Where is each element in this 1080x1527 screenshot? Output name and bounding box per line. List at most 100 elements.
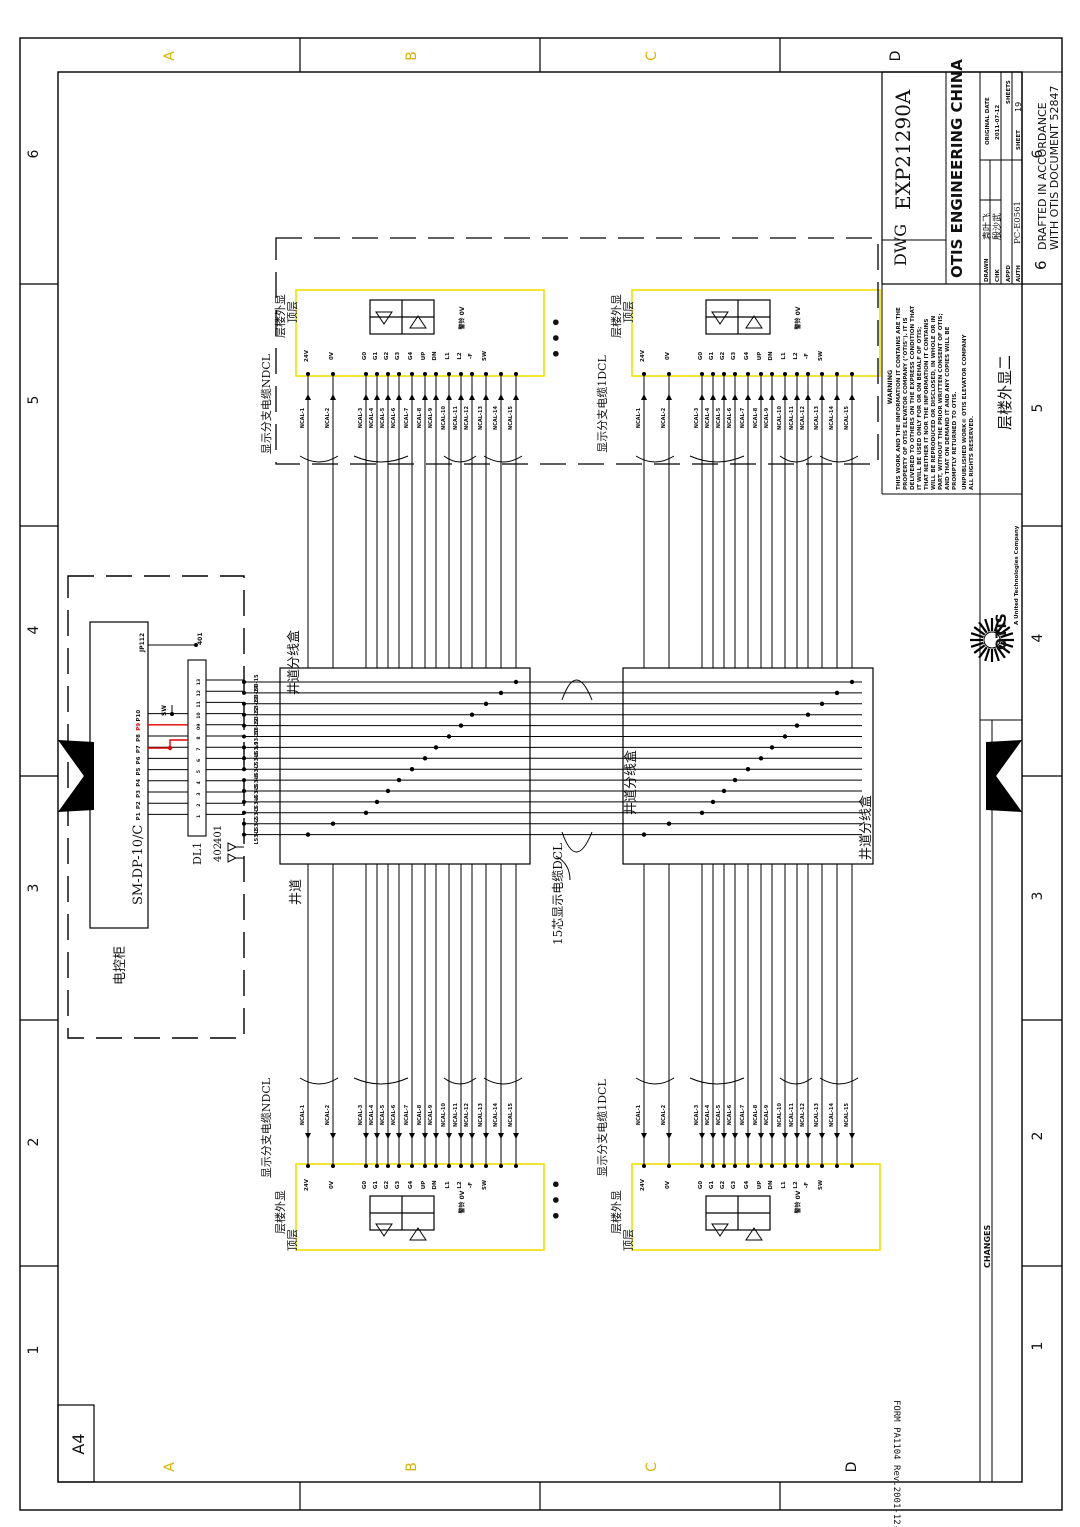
display-2-wire-label-8-wrap: NCAL-9 [428, 1104, 434, 1125]
display-2-pin-label-6-wrap: G4 [408, 1181, 414, 1190]
display-2-pin-7 [423, 1164, 427, 1168]
cable-arc-bottom [561, 831, 593, 853]
zone-col-bot-2: 5 [1030, 404, 1046, 413]
display-3-pin-label-5-wrap: G3 [731, 1181, 737, 1190]
zone-row-b-bot: B [404, 1462, 420, 1472]
ctrl-pin-number-0: 13 [196, 679, 202, 685]
display-3-pin-label-0-wrap: 24V [640, 1178, 646, 1191]
display-2-pin-label-9-wrap: L1 [445, 1181, 451, 1189]
zone-col-top-4: 3 [26, 884, 42, 893]
display-3-wire-label-7-wrap: NCAL-8 [753, 1104, 759, 1125]
display-3-arrow-0 [641, 1133, 647, 1139]
ctrl-pin-number-11-wrap: 2 [196, 804, 202, 807]
display-2-pin-label-9: L1 [445, 1181, 451, 1189]
display-0-arrow-2 [363, 394, 369, 400]
display-1-pin-label-0: 24V [640, 349, 646, 362]
dwg-number: EXP21290A [891, 89, 915, 210]
display-2-inner-label-wrap: 警铃 0V [458, 1190, 466, 1214]
ctrl-pin-label-4-wrap: P9 [136, 723, 142, 731]
display-3-pin-14 [850, 1164, 854, 1168]
display-3-wire-label-5: NCAL-6 [727, 1104, 733, 1125]
display-1-inner-label: 警铃 0V [794, 306, 802, 330]
display-2-wire-label-10: NCAL-11 [453, 1103, 459, 1127]
warning-line-2: PROPERTY OF OTIS ELEVATOR COMPANY ("OTIS… [903, 317, 909, 490]
display-0-arrow-14 [513, 394, 519, 400]
display-2-wire-label-1-wrap: NCAL-2 [325, 1104, 331, 1125]
ls3-label-3: LS3-12 [254, 707, 260, 727]
ls3-label-9-wrap: LS3-6 [254, 774, 260, 790]
display-3-pin-label-2: G0 [698, 1181, 704, 1190]
shaft-label: 井道 [289, 879, 304, 905]
display-2-wire-label-0-wrap: NCAL-1 [300, 1104, 306, 1125]
display-1-pin-0 [642, 372, 646, 376]
ctrl-pin-label-9-wrap: P4 [136, 779, 142, 787]
display-0-pin-2 [364, 372, 368, 376]
display-0-pin-label-8: DN [432, 351, 438, 361]
display-1-wire-label-7-wrap: NCAL-8 [753, 407, 759, 428]
display-1-top-floor: 顶层 [622, 301, 635, 323]
drafted-col-number: 6 [1032, 260, 1050, 270]
display-3-pin-label-10-wrap: L2 [793, 1181, 799, 1189]
display-0-wire-label-3: NCAL-4 [369, 407, 375, 428]
ctrl-pin-number-10-wrap: 3 [196, 792, 202, 795]
display-0-wire-label-2-wrap: NCAL-3 [358, 407, 364, 428]
display-0-wire-label-8-wrap: NCAL-9 [428, 407, 434, 428]
display-3-pin-label-7-wrap: UP [757, 1181, 763, 1190]
display-0-arrow-13 [498, 394, 504, 400]
display-3-wire-label-14-wrap: NCAL-15 [844, 1103, 850, 1127]
display-1-wire-label-8: NCAL-9 [764, 407, 770, 428]
junction-right-dot-11 [805, 712, 811, 717]
display-3-pin-label-4-wrap: G2 [720, 1181, 726, 1190]
display-2-top-floor-wrap: 顶层 [286, 1229, 299, 1251]
ctrl-pin-number-1: 12 [196, 690, 202, 696]
display-1-wire-label-14: NCAL-15 [844, 406, 850, 430]
display-1-pin-label-8-wrap: DN [768, 351, 774, 361]
warning-line-7: PART, WITHOUT THE PRIOR WRITTEN CONSENT … [938, 313, 944, 490]
ctrl-pin-label-3-wrap: P10 [136, 710, 142, 722]
display-2-wire-label-3-wrap: NCAL-4 [369, 1104, 375, 1125]
display-1-arrow-5 [732, 394, 738, 400]
display-2-pin-label-2-wrap: G0 [362, 1181, 368, 1190]
display-2-pin-label-11: -F [468, 1182, 474, 1188]
display-3-pin-label-7: UP [757, 1181, 763, 1190]
display-1-wire-label-1: NCAL-2 [661, 407, 667, 428]
junction-left-dot-12 [483, 701, 489, 706]
form-note: FORM PA1104 Rev.2001-12-10 [891, 1400, 901, 1527]
display-0-wire-label-9-wrap: NCAL-10 [441, 406, 447, 430]
auth-label: AUTH [1016, 265, 1022, 282]
display-3-wire-label-9-wrap: NCAL-10 [777, 1103, 783, 1127]
ctrl-pin-number-9-wrap: 4 [196, 781, 202, 784]
display-0-wire-label-4-wrap: NCAL-5 [380, 407, 386, 428]
display-0-wire-label-13-wrap: NCAL-14 [493, 406, 499, 430]
display-1-pin-8 [770, 372, 774, 376]
display-0-pin-label-2: G0 [362, 352, 368, 361]
logo-subtitle: A United Technologies Company [1014, 525, 1020, 625]
junction-right-dot-5 [732, 777, 738, 783]
display-2-branch-wrap: 显示分支电缆NDCL [260, 1077, 273, 1178]
display-0-wire-label-10-wrap: NCAL-11 [453, 406, 459, 430]
display-3-pin-label-10: L2 [793, 1181, 799, 1189]
display-2-pin-6 [410, 1164, 414, 1168]
ctrl-pin-number-4-wrap: 09 [196, 724, 202, 730]
display-box-0 [295, 289, 545, 377]
display-1-pin-label-2: G0 [698, 352, 704, 361]
ctrl-pin-label-8: P5 [136, 767, 142, 775]
ls3-label-2: LS3-13 [254, 696, 260, 716]
display-1-wire-label-5: NCAL-6 [727, 407, 733, 428]
display-3-wire-label-8: NCAL-9 [764, 1104, 770, 1125]
display-0-pin-label-8-wrap: DN [432, 351, 438, 361]
display-0-bundle-1 [353, 455, 409, 463]
display-1-wire-label-6: NCAL-7 [740, 407, 746, 428]
display-0-arrow-1 [330, 394, 336, 400]
display-0-pin-8 [434, 372, 438, 376]
logo-ray-14 [984, 618, 991, 632]
display-0-wire-label-1: NCAL-2 [325, 407, 331, 428]
display-1-arrow-8 [769, 394, 775, 400]
display-0-arrow-4 [385, 394, 391, 400]
display-0-pin-label-5-wrap: G3 [395, 352, 401, 361]
display-0-title-wrap: 层楼外显 [273, 294, 287, 338]
display-3-wire-label-3: NCAL-4 [705, 1104, 711, 1125]
logo-ray-13 [978, 621, 988, 634]
display-2-wire-label-7-wrap: NCAL-8 [417, 1104, 423, 1125]
display-1-pin-9 [783, 372, 787, 376]
